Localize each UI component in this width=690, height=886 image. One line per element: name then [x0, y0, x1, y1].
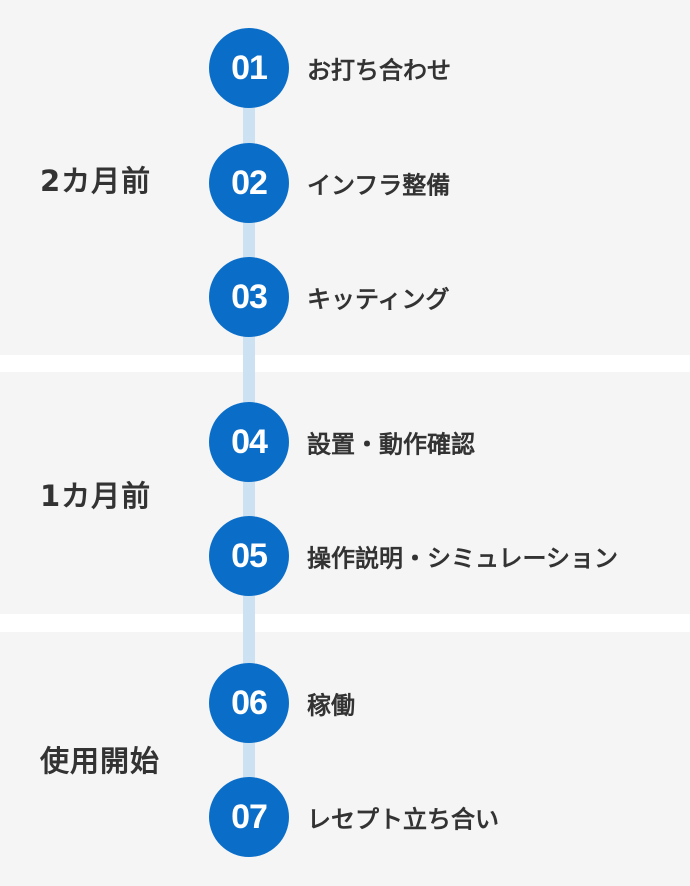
- phase-band-1-month-before: [0, 372, 690, 614]
- phase-band-start-of-use: [0, 632, 690, 886]
- step-number-circle-03: 03: [209, 257, 289, 337]
- step-label-go-live: 稼働: [307, 691, 355, 720]
- step-label-operation-training: 操作説明・シミュレーション: [307, 544, 619, 573]
- step-number-circle-06: 06: [209, 663, 289, 743]
- step-number-circle-01: 01: [209, 28, 289, 108]
- step-label-infrastructure: インフラ整備: [307, 171, 451, 200]
- phase-label-2-months-before: 2カ月前: [40, 164, 152, 198]
- phase-label-start-of-use: 使用開始: [40, 744, 161, 778]
- phase-band-2-months-before: [0, 0, 690, 355]
- step-number-circle-04: 04: [209, 402, 289, 482]
- step-label-kitting: キッティング: [307, 285, 450, 314]
- phase-label-1-month-before: 1カ月前: [40, 479, 152, 513]
- step-label-receipt-support: レセプト立ち合い: [307, 805, 499, 834]
- step-label-installation: 設置・動作確認: [307, 430, 475, 459]
- step-label-meeting: お打ち合わせ: [307, 56, 451, 85]
- step-number-circle-02: 02: [209, 143, 289, 223]
- step-number-circle-05: 05: [209, 516, 289, 596]
- step-number-circle-07: 07: [209, 777, 289, 857]
